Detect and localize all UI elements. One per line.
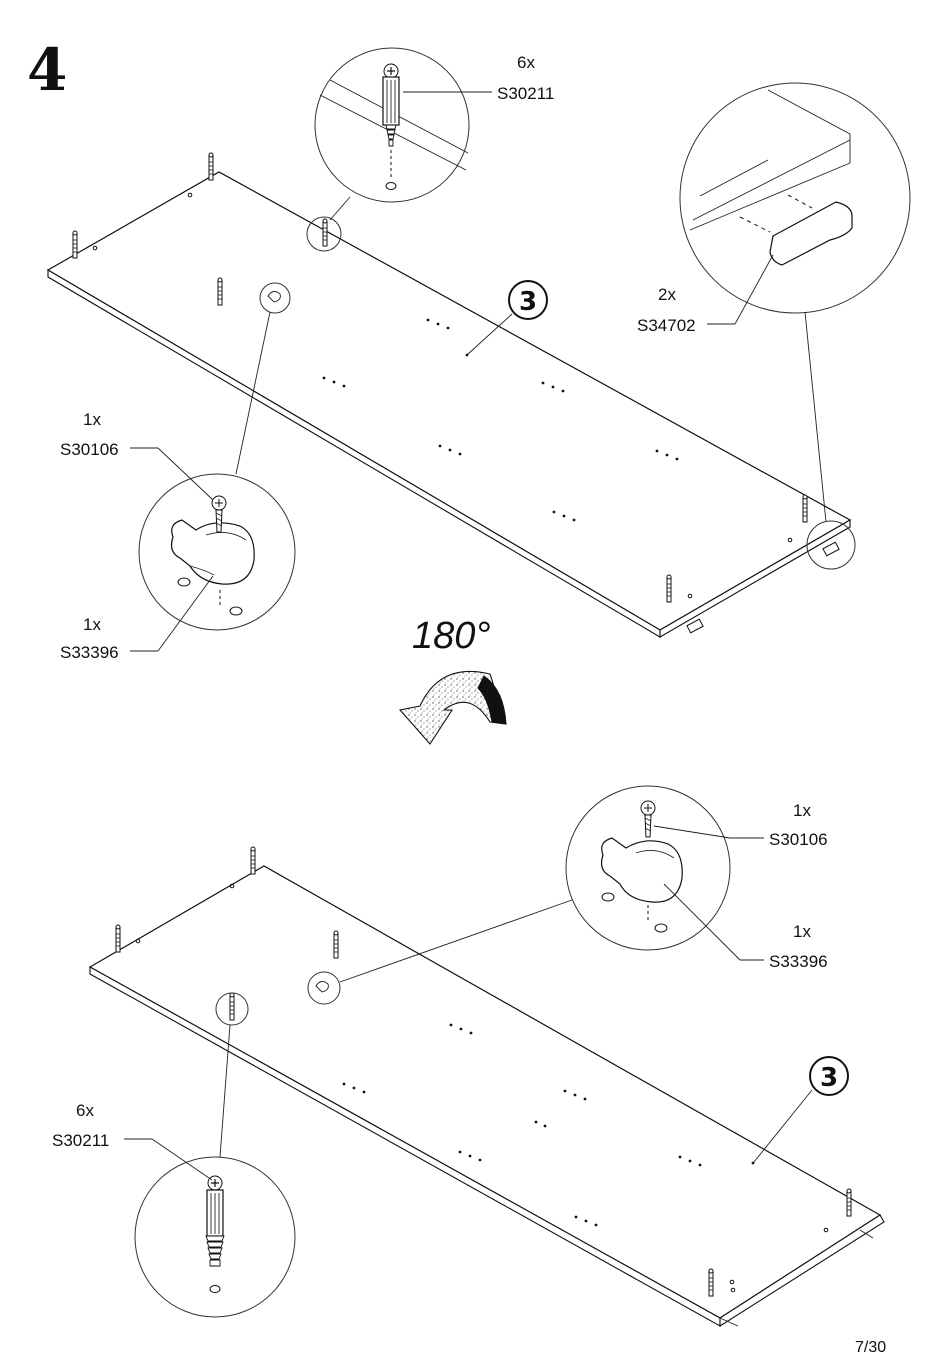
bottom-screw-qty: 1x: [793, 801, 811, 820]
bottom-panel: [88, 846, 885, 1328]
bottom-dowel-code: S30211: [52, 1131, 109, 1150]
bottom-bracket-code: S33396: [769, 952, 828, 971]
top-panel-label: 3: [519, 287, 537, 317]
glider-qty: 2x: [658, 285, 676, 304]
dowel-detail-circle-bottom: [134, 1156, 296, 1318]
top-bracket-qty: 1x: [83, 615, 101, 634]
top-screw-code: S30106: [60, 440, 119, 459]
top-dowel-qty: 6x: [517, 53, 535, 72]
bottom-panel-label: 3: [820, 1063, 838, 1093]
top-bracket-code: S33396: [60, 643, 119, 662]
top-dowel-code: S30211: [497, 84, 554, 103]
top-panel: [46, 152, 852, 638]
bottom-screw-code: S30106: [769, 830, 828, 849]
bottom-bracket-qty: 1x: [793, 922, 811, 941]
glider-detail-circle: [679, 82, 911, 314]
step-number: 4: [27, 36, 67, 104]
rotation-arrow-icon: [398, 670, 507, 745]
rotation-label: 180°: [412, 615, 491, 657]
glider-code: S34702: [637, 316, 696, 335]
page-number: 7/30: [855, 1339, 886, 1356]
bottom-dowel-qty: 6x: [76, 1101, 94, 1120]
dowel-detail-circle: [314, 47, 470, 203]
top-screw-qty: 1x: [83, 410, 101, 429]
bracket-detail-circle-top: [138, 473, 296, 631]
